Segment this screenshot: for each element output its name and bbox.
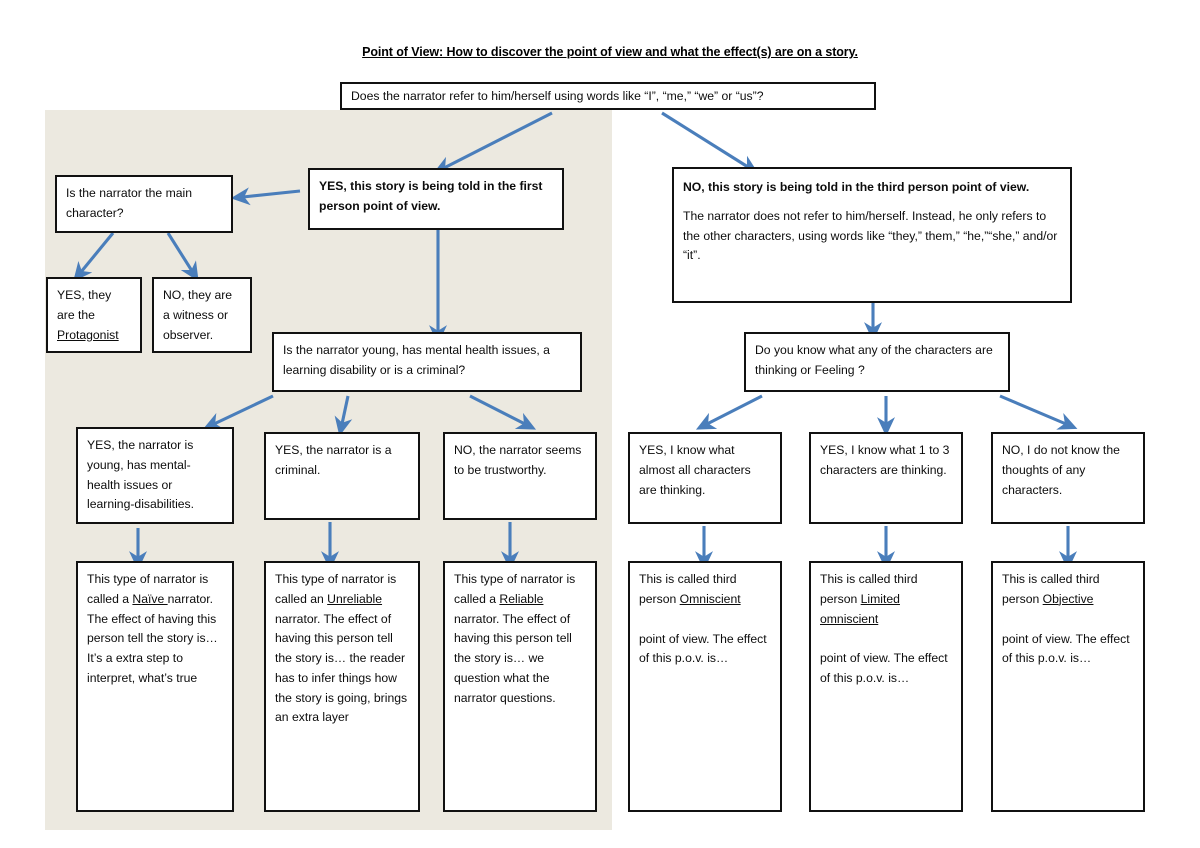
naive-prefix: This type of narrator is called a: [87, 572, 209, 606]
node-root-question[interactable]: Does the narrator refer to him/herself u…: [340, 82, 876, 110]
objective-prefix: This is called third person: [1002, 572, 1100, 606]
arrow-thinkingq-to-almostall: [695, 394, 763, 430]
node-unreliable-narrator[interactable]: This type of narrator is called an Unrel…: [264, 561, 420, 812]
node-no-third-person[interactable]: NO, this story is being told in the thir…: [672, 167, 1072, 303]
node-naive-narrator[interactable]: This type of narrator is called a Naïve …: [76, 561, 234, 812]
objective-suffix: point of view. The effect of this p.o.v.…: [1002, 631, 1130, 666]
yes-young-text: YES, the narrator is young, has mental-h…: [87, 438, 195, 512]
naive-term: Naïve: [132, 591, 168, 606]
node-yes-young[interactable]: YES, the narrator is young, has mental-h…: [76, 427, 234, 524]
node-yes-first-person[interactable]: YES, this story is being told in the fir…: [308, 168, 564, 230]
naive-suffix: narrator. The effect of having this pers…: [87, 591, 218, 685]
yes-first-person-text: YES, this story is being told in the fir…: [319, 179, 543, 213]
node-yes-almost-all[interactable]: YES, I know what almost all characters a…: [628, 432, 782, 524]
thinking-feeling-question-text: Do you know what any of the characters a…: [755, 343, 993, 377]
node-narrator-main-character[interactable]: Is the narrator the main character?: [55, 175, 233, 233]
node-reliable-narrator[interactable]: This type of narrator is called a Reliab…: [443, 561, 597, 812]
no-witness-text: NO, they are a witness or observer.: [163, 288, 233, 342]
unreliable-suffix: narrator. The effect of having this pers…: [275, 611, 408, 725]
root-question-text: Does the narrator refer to him/herself u…: [351, 89, 764, 103]
yes-almost-all-text: YES, I know what almost all characters a…: [639, 443, 751, 497]
unreliable-term: Unreliable: [327, 591, 383, 606]
unreliable-prefix: This type of narrator is called an: [275, 572, 397, 606]
reliable-suffix: narrator. The effect of having this pers…: [454, 611, 572, 705]
no-thoughts-text: NO, I do not know the thoughts of any ch…: [1002, 443, 1120, 497]
no-trustworthy-text: NO, the narrator seems to be trustworthy…: [454, 443, 582, 477]
node-thinking-feeling-question[interactable]: Do you know what any of the characters a…: [744, 332, 1010, 392]
objective-term: Objective: [1042, 591, 1094, 606]
node-omniscient[interactable]: This is called third person Omniscient po…: [628, 561, 782, 812]
reliable-term: Reliable: [499, 591, 544, 606]
yes-criminal-text: YES, the narrator is a criminal.: [275, 443, 392, 477]
arrow-root-to-no: [661, 111, 759, 174]
narrator-main-character-text: Is the narrator the main character?: [66, 186, 192, 220]
omniscient-spacer: [639, 610, 771, 630]
yes-1-to-3-text: YES, I know what 1 to 3 characters are t…: [820, 443, 950, 477]
node-yes-criminal[interactable]: YES, the narrator is a criminal.: [264, 432, 420, 520]
narrator-young-question-text: Is the narrator young, has mental health…: [283, 343, 550, 377]
objective-spacer: [1002, 610, 1134, 630]
node-yes-1-to-3[interactable]: YES, I know what 1 to 3 characters are t…: [809, 432, 963, 524]
node-no-witness[interactable]: NO, they are a witness or observer.: [152, 277, 252, 353]
protagonist-term: Protagonist: [57, 327, 119, 342]
limited-prefix: This is called third person: [820, 572, 918, 606]
page-title: Point of View: How to discover the point…: [362, 45, 858, 59]
node-objective[interactable]: This is called third person Objective poi…: [991, 561, 1145, 812]
limited-term: Limited omniscient: [820, 591, 900, 626]
reliable-prefix: This type of narrator is called a: [454, 572, 576, 606]
node-no-thoughts[interactable]: NO, I do not know the thoughts of any ch…: [991, 432, 1145, 524]
node-limited-omniscient[interactable]: This is called third person Limited omni…: [809, 561, 963, 812]
node-yes-protagonist[interactable]: YES, they are the Protagonist: [46, 277, 142, 353]
omniscient-term: Omniscient: [679, 591, 741, 606]
yes-protagonist-prefix: YES, they are the: [57, 288, 112, 322]
no-third-person-heading: NO, this story is being told in the thir…: [683, 180, 1030, 194]
arrow-thinkingq-to-nothoughts: [999, 394, 1078, 430]
omniscient-suffix: point of view. The effect of this p.o.v.…: [639, 631, 767, 666]
node-narrator-young-question[interactable]: Is the narrator young, has mental health…: [272, 332, 582, 392]
limited-suffix: point of view. The effect of this p.o.v.…: [820, 651, 948, 686]
no-third-person-body: The narrator does not refer to him/herse…: [683, 208, 1058, 263]
omniscient-prefix: This is called third person: [639, 572, 737, 606]
limited-spacer: [820, 629, 952, 649]
node-no-trustworthy[interactable]: NO, the narrator seems to be trustworthy…: [443, 432, 597, 520]
